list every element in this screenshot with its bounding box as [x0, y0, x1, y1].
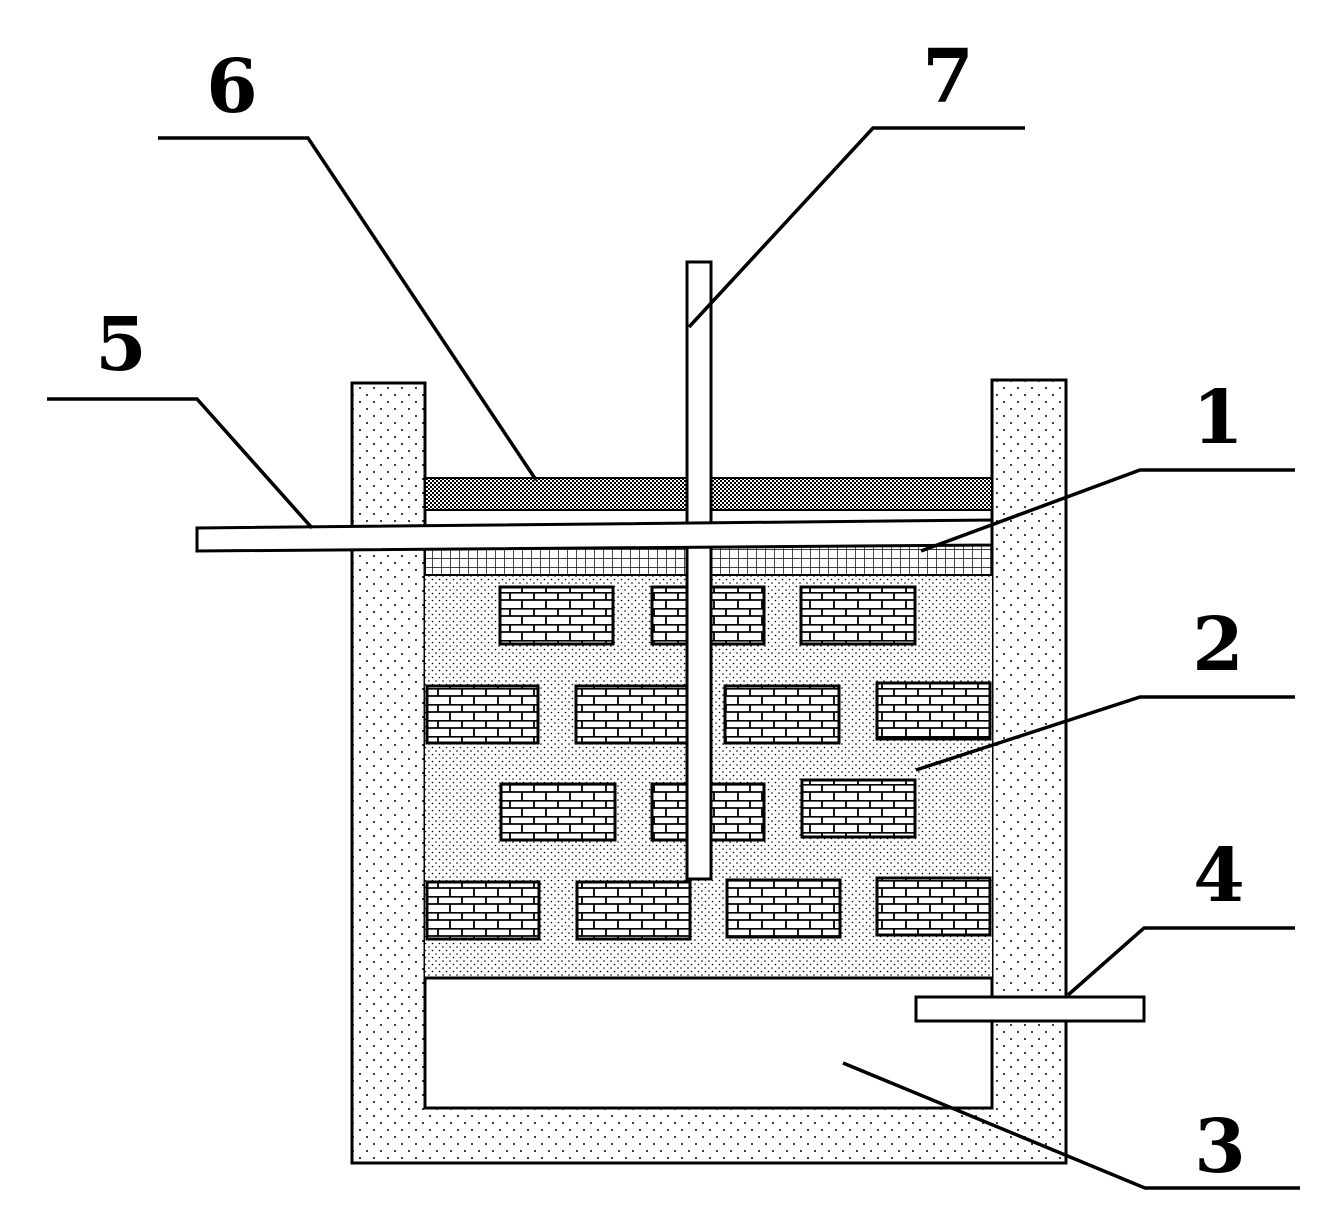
brick-block: [723, 684, 841, 745]
label-5: 5: [95, 302, 147, 388]
brick-block: [574, 684, 691, 745]
brick-block: [799, 585, 917, 646]
leader-3: [842, 1061, 1300, 1190]
brick-block: [725, 878, 842, 939]
leader-7: [687, 126, 1025, 329]
brick-block: [425, 684, 540, 745]
brick-block: [800, 778, 917, 839]
vertical-pipe-7: [685, 260, 713, 881]
label-1: 1: [1192, 375, 1244, 461]
leader-lines: [47, 126, 1300, 1190]
brick-block: [575, 880, 692, 941]
leader-2: [915, 695, 1295, 772]
label-7: 7: [922, 34, 974, 120]
outlet-pipe-4: [914, 995, 1146, 1023]
label-2: 2: [1192, 602, 1244, 688]
brick-block: [425, 880, 541, 941]
leader-5: [47, 397, 314, 530]
brick-blocks: [425, 585, 992, 941]
brick-block: [498, 585, 615, 646]
horizontal-pipe-5: [195, 518, 994, 553]
brick-block: [499, 782, 617, 842]
leader-6: [158, 136, 538, 481]
brick-block: [875, 681, 992, 741]
leader-4: [1066, 926, 1295, 997]
label-3: 3: [1194, 1104, 1246, 1190]
label-4: 4: [1193, 833, 1245, 919]
label-6: 6: [206, 44, 258, 130]
leader-1: [920, 468, 1295, 553]
brick-block: [875, 876, 992, 937]
